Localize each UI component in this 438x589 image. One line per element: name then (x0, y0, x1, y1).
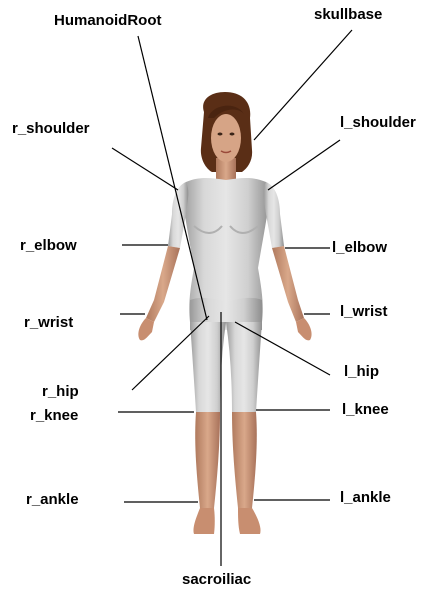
face (211, 114, 241, 162)
right-upper-arm (168, 182, 188, 248)
line-r-shoulder (112, 148, 178, 190)
right-foot (193, 508, 214, 534)
left-shin (232, 412, 257, 508)
label-r-shoulder: r_shoulder (12, 120, 90, 138)
label-r-knee: r_knee (30, 407, 78, 425)
left-upper-arm (264, 182, 284, 248)
label-l-shoulder: l_shoulder (340, 114, 416, 132)
label-l-hip: l_hip (344, 363, 379, 381)
left-foot (238, 508, 261, 534)
left-forearm (272, 246, 304, 322)
line-l-shoulder (268, 140, 340, 190)
label-r-ankle: r_ankle (26, 491, 79, 509)
left-hand (296, 318, 312, 340)
left-thigh (226, 322, 262, 412)
label-l-wrist: l_wrist (340, 303, 388, 321)
label-sacroiliac: sacroiliac (182, 571, 251, 589)
label-r-elbow: r_elbow (20, 237, 77, 255)
label-humanoid-root: HumanoidRoot (54, 12, 161, 30)
right-eye (218, 133, 223, 136)
right-forearm (146, 246, 180, 322)
right-shin (195, 412, 220, 508)
label-r-wrist: r_wrist (24, 314, 73, 332)
line-humanoid-root (138, 36, 207, 320)
label-l-knee: l_knee (342, 401, 389, 419)
line-skullbase (254, 30, 352, 140)
left-eye (230, 133, 235, 136)
label-l-elbow: l_elbow (332, 239, 387, 257)
right-hand (138, 318, 154, 340)
label-l-ankle: l_ankle (340, 489, 391, 507)
label-r-hip: r_hip (42, 383, 79, 401)
label-skullbase: skullbase (314, 6, 382, 24)
